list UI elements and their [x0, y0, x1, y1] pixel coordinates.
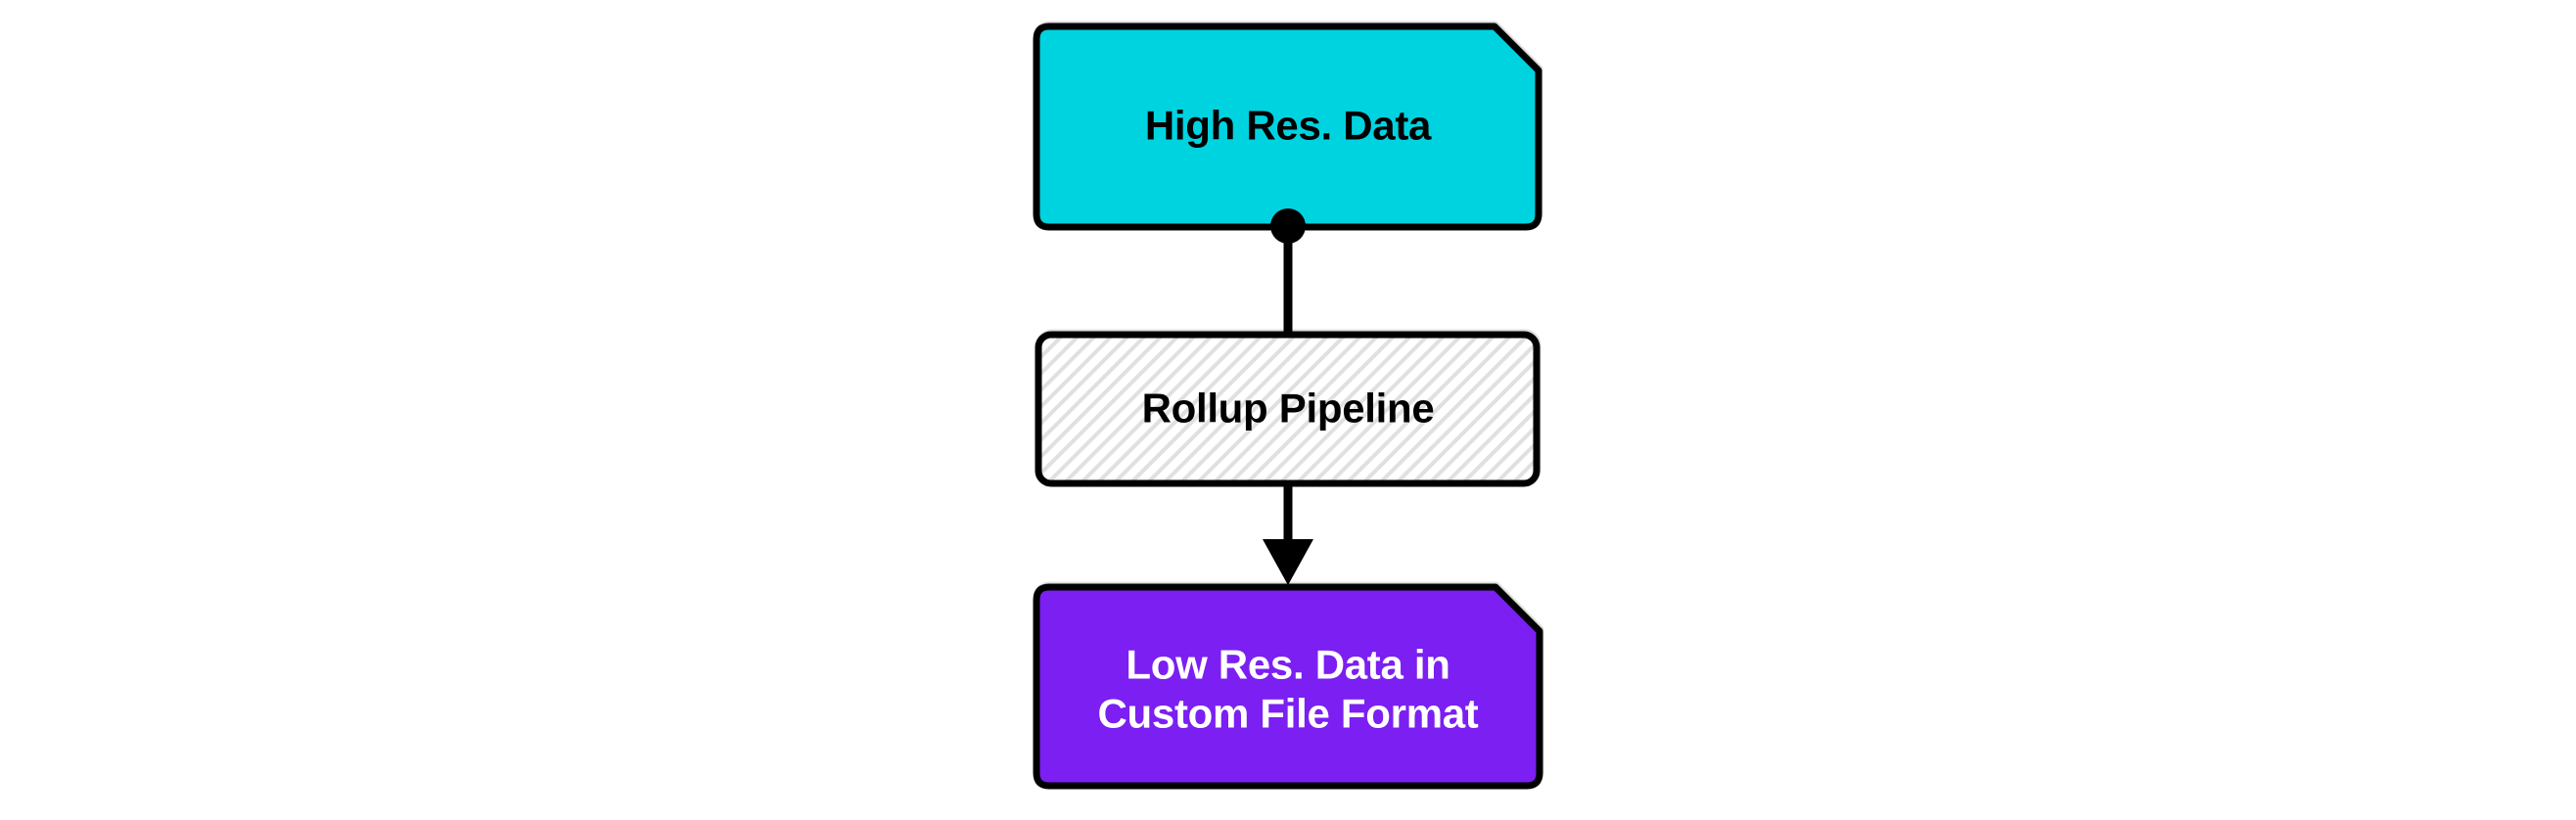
- node-high-res-data-shape: [1033, 23, 1542, 231]
- node-high-res-data: High Res. Data: [1033, 23, 1542, 231]
- node-high-res-data-label: High Res. Data: [1145, 103, 1432, 149]
- edge-rollup-to-lowres: [1263, 481, 1313, 585]
- node-rollup-pipeline-label: Rollup Pipeline: [1142, 386, 1435, 432]
- node-rollup-pipeline-shape: [1035, 331, 1541, 487]
- node-rollup-pipeline: Rollup Pipeline: [1035, 331, 1541, 487]
- node-low-res-data: Low Res. Data in Custom File Format: [1033, 583, 1543, 790]
- arrowhead-icon: [1263, 539, 1313, 585]
- node-low-res-data-label-line2: Custom File Format: [1098, 691, 1479, 737]
- edge-start-circle-icon: [1270, 208, 1306, 244]
- node-low-res-data-shape: [1033, 583, 1543, 790]
- node-low-res-data-label-line1: Low Res. Data in: [1126, 642, 1449, 688]
